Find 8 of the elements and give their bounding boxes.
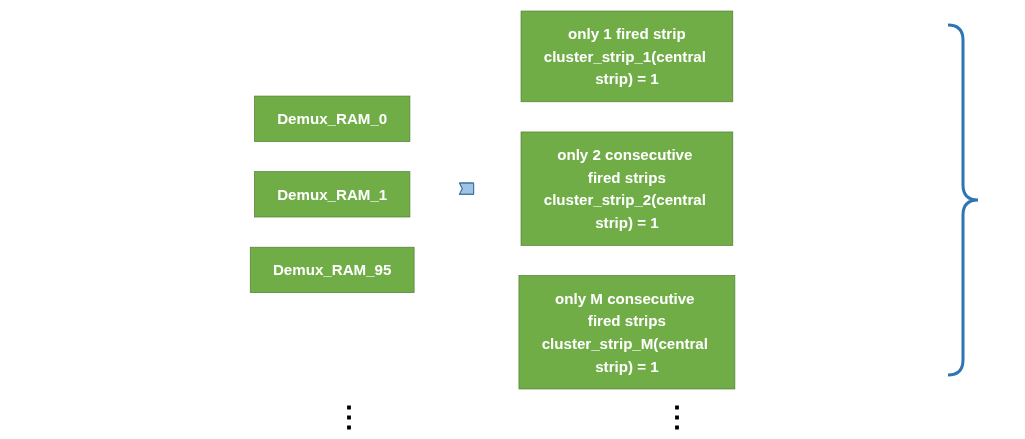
- ellipsis-label: ⋮: [662, 400, 691, 434]
- node-box: Demux_RAM_1: [254, 171, 411, 218]
- node-box: Demux_RAM_0: [254, 95, 411, 142]
- node-box: only 1 fired strip cluster_strip_1(central strip) = 1: [520, 10, 734, 103]
- node-box: only 2 consecutive fired strips cluster_strip_2(central strip) = 1: [520, 131, 734, 246]
- node-box: only M consecutive fired strips cluster_strip_M(central strip) = 1: [518, 275, 736, 390]
- ellipsis-label: ⋮: [334, 400, 363, 434]
- node-box: Demux_RAM_95: [249, 246, 415, 293]
